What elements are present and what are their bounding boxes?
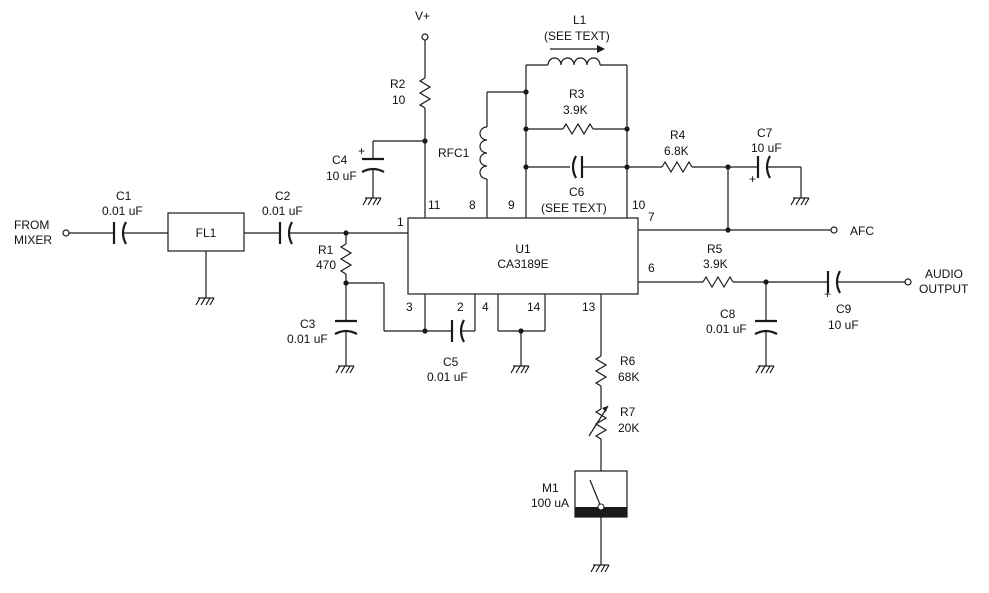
r1-resistor — [339, 243, 353, 275]
c4-ref: C4 — [332, 153, 348, 167]
c5-ref: C5 — [443, 355, 459, 369]
pin-11: 11 — [428, 198, 441, 212]
audio-label-line2: OUTPUT — [919, 282, 969, 296]
r2-resistor — [418, 77, 432, 109]
c9-value: 10 uF — [828, 318, 859, 332]
c2-value: 0.01 uF — [262, 204, 303, 218]
c4-value: 10 uF — [326, 169, 357, 183]
pin-4: 4 — [482, 300, 489, 314]
u1-body — [407, 217, 639, 295]
r5-resistor — [702, 275, 734, 289]
ground-c4 — [362, 197, 382, 206]
m1-meter-base — [575, 507, 627, 517]
audio-label-line1: AUDIO — [925, 267, 963, 281]
pin-9: 9 — [508, 198, 515, 212]
afc-label: AFC — [850, 224, 874, 238]
c1-value: 0.01 uF — [102, 204, 143, 218]
r1-ref: R1 — [318, 243, 334, 257]
pin-2: 2 — [457, 300, 464, 314]
pin-14: 14 — [527, 300, 541, 314]
m1-ref: M1 — [542, 481, 559, 495]
r6-ref: R6 — [620, 354, 636, 368]
pin-1: 1 — [397, 215, 404, 229]
c6-plate-a — [571, 155, 577, 179]
r7-value: 20K — [618, 421, 639, 435]
m1-value: 100 uA — [531, 496, 569, 510]
l1-value: (SEE TEXT) — [544, 29, 610, 43]
r6-resistor — [594, 355, 608, 387]
input-terminal — [62, 229, 70, 237]
r4-value: 6.8K — [664, 144, 689, 158]
fl1-ref: FL1 — [196, 226, 217, 240]
rfc1-choke — [479, 126, 488, 180]
input-label-line2: MIXER — [14, 233, 52, 247]
m1-needle — [589, 479, 602, 508]
u1-value: CA3189E — [497, 257, 548, 271]
ground-pin4-14 — [510, 365, 530, 374]
r5-value: 3.9K — [703, 257, 728, 271]
c4-plus: + — [358, 144, 365, 158]
c9-ref: C9 — [836, 302, 852, 316]
r4-resistor — [661, 160, 693, 174]
c7-value: 10 uF — [751, 141, 782, 155]
c3-value: 0.01 uF — [287, 332, 328, 346]
r7-ref: R7 — [620, 405, 636, 419]
r3-resistor — [562, 122, 594, 136]
c6-value: (SEE TEXT) — [541, 201, 607, 215]
input-label-line1: FROM — [14, 218, 49, 232]
c8-ref: C8 — [720, 307, 736, 321]
r2-ref: R2 — [390, 77, 406, 91]
afc-terminal — [830, 226, 838, 234]
l1-inductor — [547, 57, 601, 66]
r6-value: 68K — [618, 370, 639, 384]
c7-plus: + — [749, 172, 756, 186]
ground-c7 — [790, 197, 810, 206]
c2-ref: C2 — [275, 189, 291, 203]
r3-value: 3.9K — [563, 103, 588, 117]
audio-terminal — [904, 278, 912, 286]
pin-6: 6 — [648, 261, 655, 275]
c8-value: 0.01 uF — [706, 322, 747, 336]
ground-c8 — [755, 365, 775, 374]
c3-ref: C3 — [300, 317, 316, 331]
ground-fl1 — [195, 297, 215, 306]
u1-ref: U1 — [515, 242, 531, 256]
l1-ref: L1 — [573, 13, 587, 27]
pin-13: 13 — [582, 300, 596, 314]
r1-value: 470 — [316, 258, 336, 272]
r7-potentiometer — [594, 408, 608, 440]
r4-ref: R4 — [670, 128, 686, 142]
r3-ref: R3 — [569, 87, 585, 101]
pin-7: 7 — [648, 210, 655, 224]
c6-ref: C6 — [569, 185, 585, 199]
c9-plus: + — [824, 287, 831, 301]
c1-ref: C1 — [116, 189, 132, 203]
rfc1-ref: RFC1 — [438, 146, 470, 160]
c7-ref: C7 — [757, 126, 773, 140]
r5-ref: R5 — [707, 242, 723, 256]
c5-value: 0.01 uF — [427, 370, 468, 384]
ground-m1 — [590, 564, 610, 573]
pin-3: 3 — [406, 300, 413, 314]
ground-c3 — [335, 365, 355, 374]
vplus-label: V+ — [415, 9, 430, 23]
r2-value: 10 — [392, 93, 406, 107]
pin-8: 8 — [469, 198, 476, 212]
pin-10: 10 — [632, 198, 646, 212]
vplus-terminal — [421, 33, 429, 41]
